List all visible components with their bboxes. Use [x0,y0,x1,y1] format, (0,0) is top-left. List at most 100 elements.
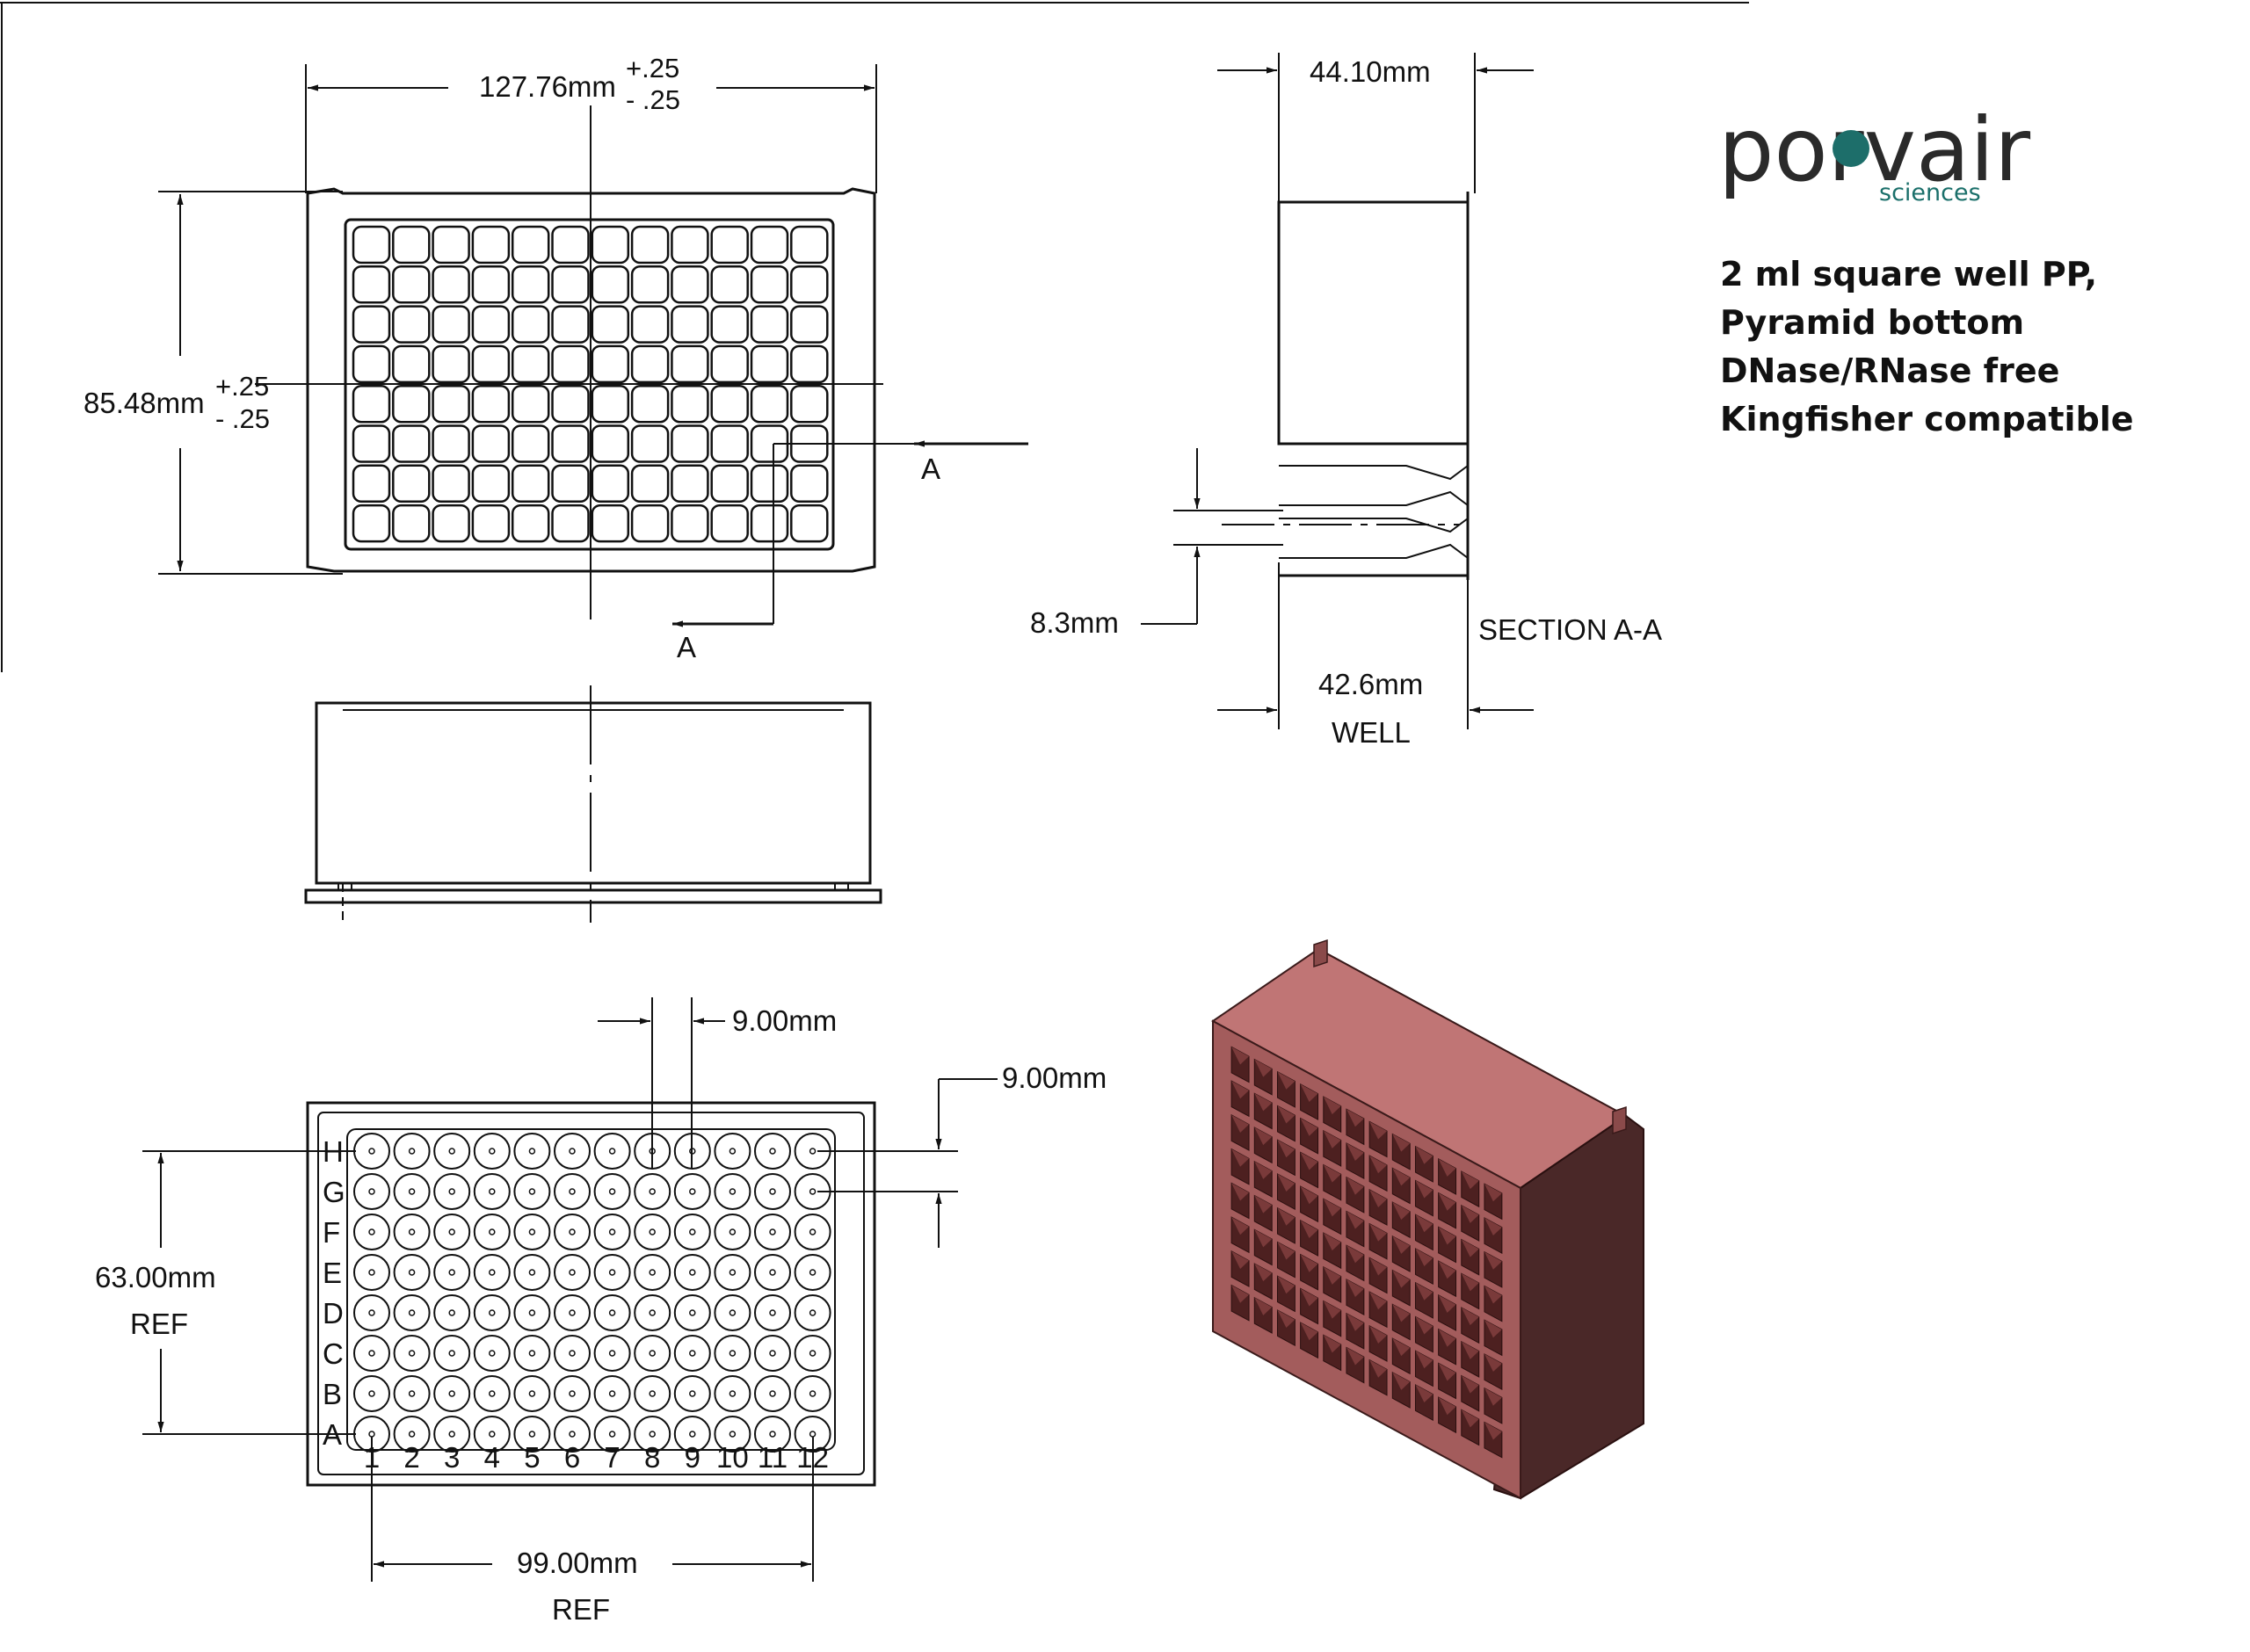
layout-well-center [528,1188,536,1195]
layout-well [593,1173,631,1210]
layout-well-center [569,1188,576,1195]
render-well-facet [1277,1276,1296,1294]
layout-well-center [689,1228,696,1235]
section-width-dimension: 44.10mm [1217,53,1534,202]
render-well-facet [1277,1140,1296,1158]
layout-well-center [649,1269,656,1276]
layout-well-center [809,1188,817,1195]
layout-well [754,1133,791,1170]
render-well-facet [1346,1313,1364,1331]
layout-well-center [608,1188,616,1195]
layout-well [673,1254,711,1291]
top-well [432,464,470,504]
render-well-facet [1484,1286,1502,1304]
layout-well [433,1133,471,1170]
top-well [591,344,630,384]
layout-well [393,1133,431,1170]
column-label: 10 [716,1441,749,1474]
pitch-x-dimension: 9.00mm [598,997,837,1169]
layout-well-center [729,1188,737,1195]
render-well-facet [1346,1109,1364,1127]
layout-well-center [729,1350,737,1357]
layout-well [473,1254,511,1291]
render-well-facet [1461,1375,1479,1394]
layout-well [473,1294,511,1331]
render-well-facet [1392,1270,1411,1288]
layout-well-center [368,1309,375,1316]
layout-well-center [368,1390,375,1397]
top-well [511,464,550,504]
top-well [710,344,749,384]
top-well [591,305,630,344]
description-line-2: Pyramid bottom [1720,303,2024,342]
render-well-facet [1484,1217,1502,1236]
layout-well-center [569,1309,576,1316]
row-label: D [323,1297,344,1330]
render-well-facet [1369,1156,1388,1174]
layout-well-center [489,1309,496,1316]
top-view-well-grid [352,225,829,543]
layout-well-center [448,1390,455,1397]
top-well [630,265,670,304]
page-border [0,2,1749,672]
render-well-facet [1484,1422,1502,1440]
layout-well-center [649,1390,656,1397]
layout-well-center [729,1390,737,1397]
render-well-facet [1438,1192,1456,1211]
layout-well [393,1173,431,1210]
layout-well-center [448,1350,455,1357]
render-well-facet [1415,1351,1433,1369]
render-well-facet [1461,1205,1479,1223]
render-well-facet [1392,1235,1411,1254]
layout-well [393,1416,431,1453]
layout-well-center [608,1431,616,1438]
render-well-facet [1231,1183,1250,1201]
layout-well [714,1173,751,1210]
layout-well [473,1375,511,1412]
width-label: 127.76mm [479,70,616,103]
top-well [790,384,829,424]
layout-well-center [649,1431,656,1438]
layout-well-center [368,1269,375,1276]
layout-well [433,1335,471,1372]
layout-well [554,1335,591,1372]
layout-well [714,1375,751,1412]
column-label: 8 [644,1441,660,1474]
side-view [304,685,882,923]
col-span-ref: REF [552,1593,610,1626]
render-well-facet [1300,1152,1318,1170]
top-well [352,265,391,304]
top-well [511,305,550,344]
render-well-facet [1438,1261,1456,1279]
top-well [471,424,511,463]
top-well [591,225,630,264]
layout-well-center [689,1431,696,1438]
top-well [750,344,789,384]
brand-name: porvair [1718,98,2031,201]
render-well-facet [1461,1239,1479,1257]
top-well [790,464,829,504]
section-view: 44.10mm 8.3mm 42.6mm WELL SECTION A-A [1030,53,1662,749]
section-marker-upper: A [921,453,940,485]
layout-well [353,1214,390,1250]
render-well-openings [1230,1046,1503,1459]
layout-well [473,1133,511,1170]
render-well-facet [1231,1114,1250,1133]
top-well [591,464,630,504]
width-tol-plus: +.25 [626,53,679,83]
layout-well-center [649,1309,656,1316]
top-well [392,464,431,504]
layout-well [353,1173,390,1210]
render-well-facet [1323,1130,1341,1148]
render-well-facet [1438,1363,1456,1381]
top-well [551,424,590,463]
layout-well-center [608,1390,616,1397]
layout-well [634,1294,671,1331]
layout-well [634,1214,671,1250]
layout-well [433,1416,471,1453]
layout-well-center [489,1431,496,1438]
render-well-facet [1392,1134,1411,1152]
well-depth-caption: WELL [1332,716,1411,749]
top-well [471,225,511,264]
